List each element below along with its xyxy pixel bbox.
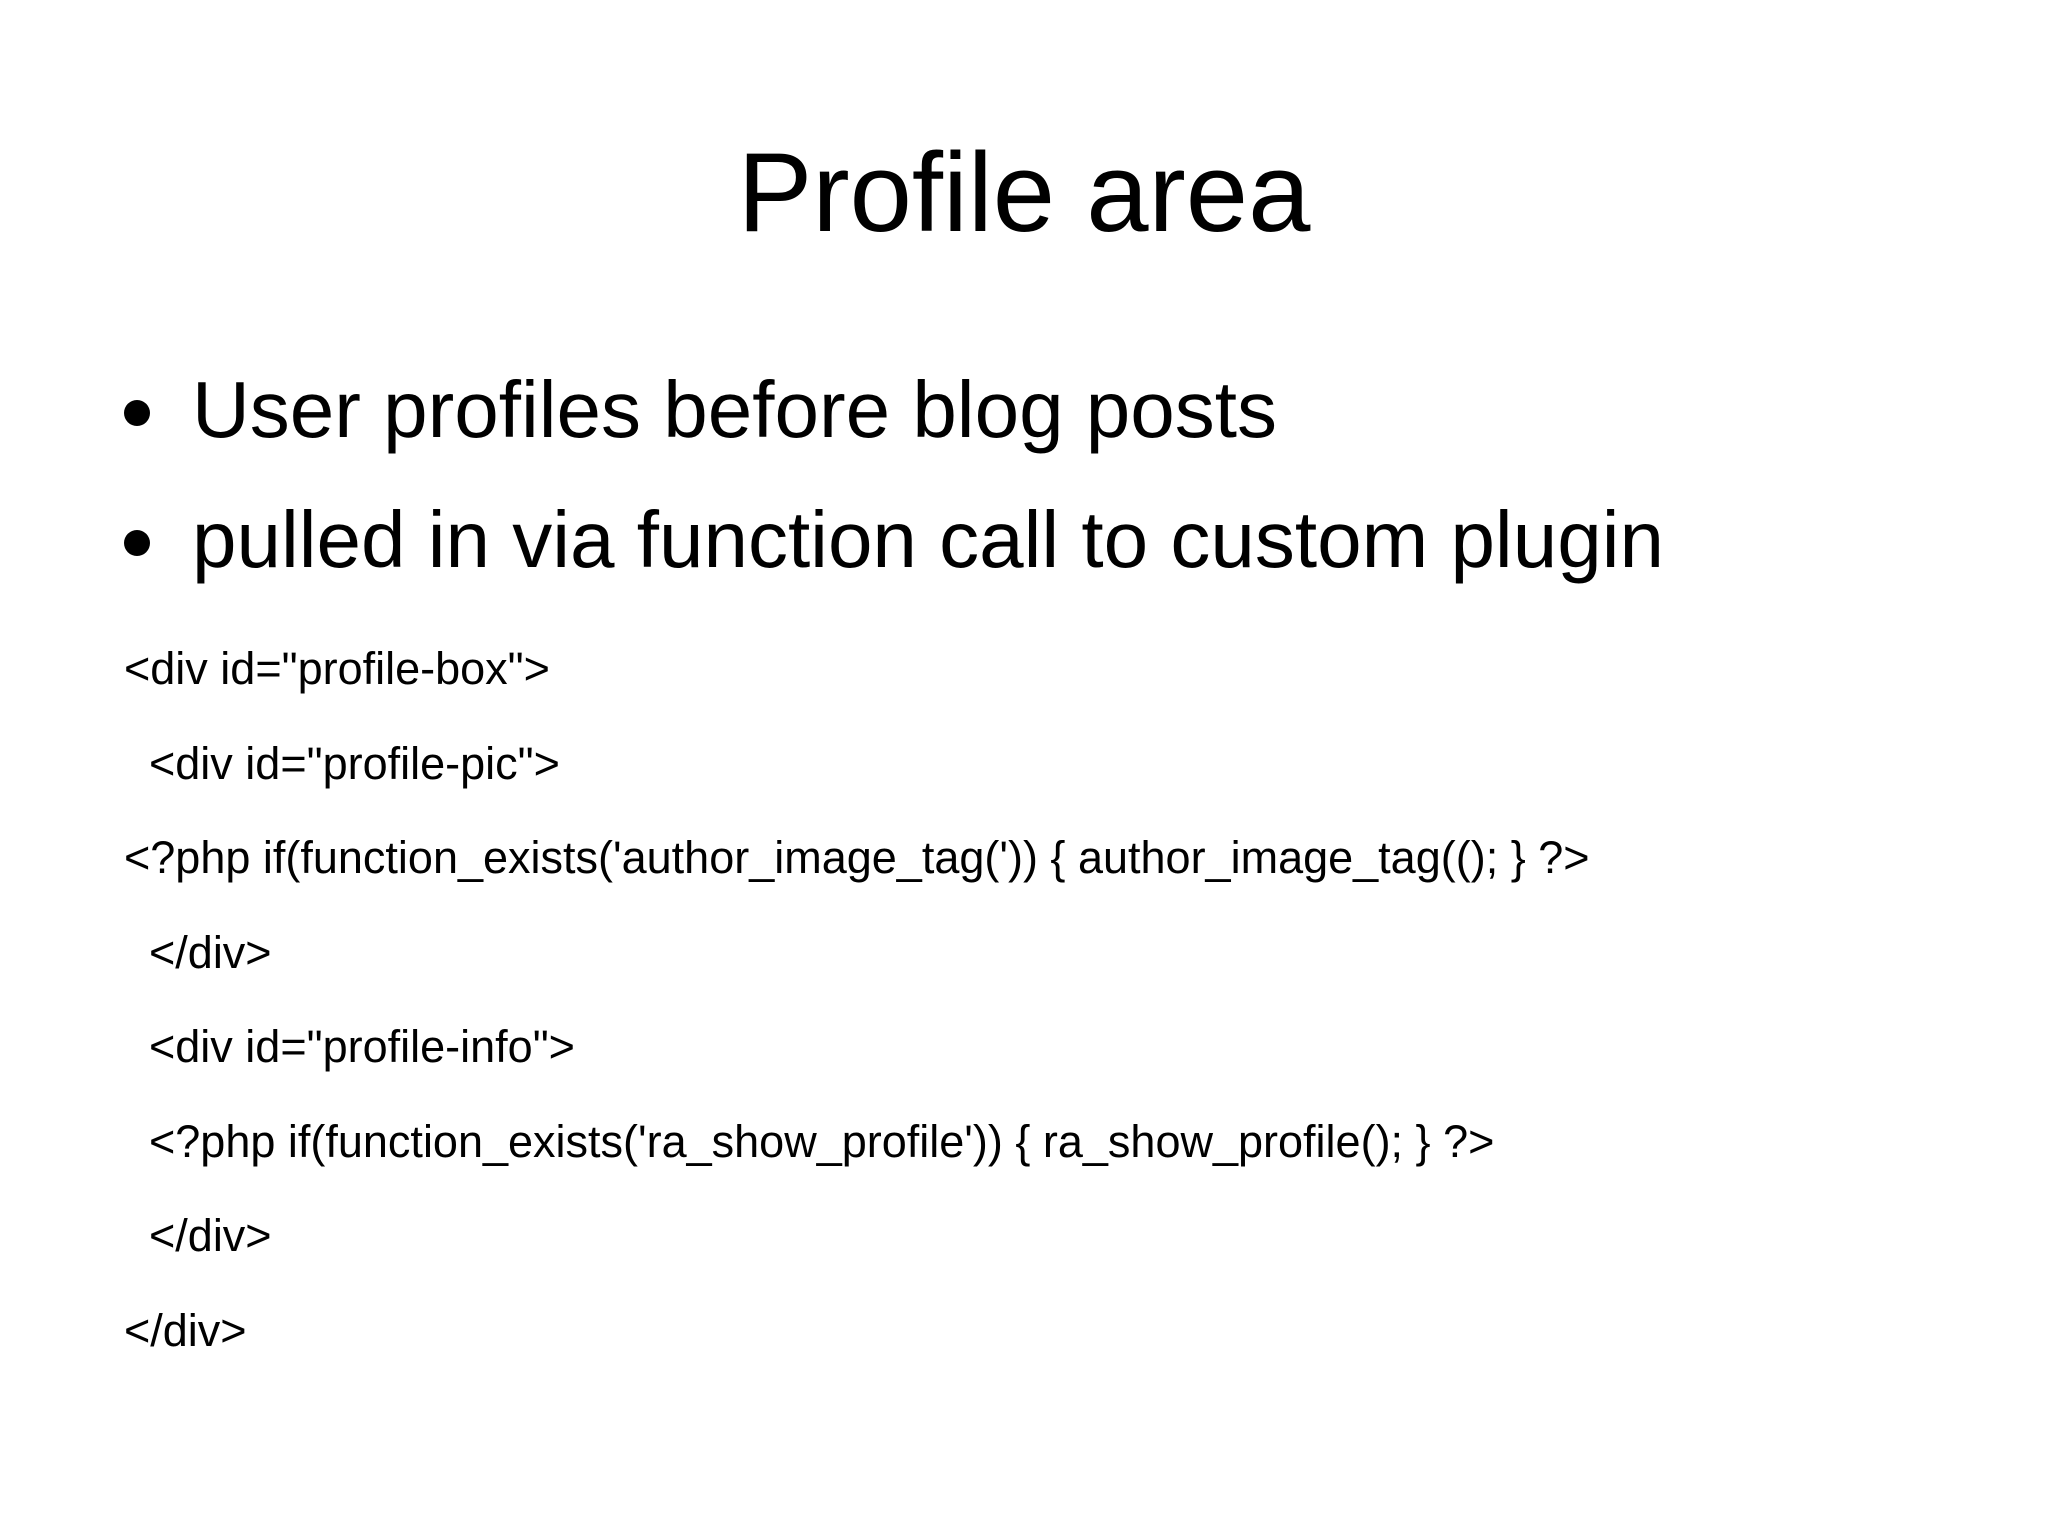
code-line: </div> (124, 926, 272, 978)
code-line: <?php if(function_exists('author_image_t… (124, 832, 1590, 883)
code-line: </div> (124, 1304, 247, 1356)
code-line: <div id="profile-info"> (124, 1021, 575, 1072)
code-line: <?php if(function_exists('ra_show_profil… (124, 1115, 1495, 1167)
bullet-text: User profiles before blog posts (192, 365, 1277, 454)
bullet-icon (124, 530, 150, 556)
bullet-icon (124, 400, 150, 426)
slide-title: Profile area (737, 130, 1311, 255)
code-line: <div id="profile-pic"> (124, 737, 560, 789)
code-block: <div id="profile-box"> <div id="profile-… (124, 622, 1590, 1378)
code-line: <div id="profile-box"> (124, 643, 550, 694)
code-line: </div> (124, 1210, 272, 1261)
bullet-text: pulled in via function call to custom pl… (192, 495, 1664, 584)
